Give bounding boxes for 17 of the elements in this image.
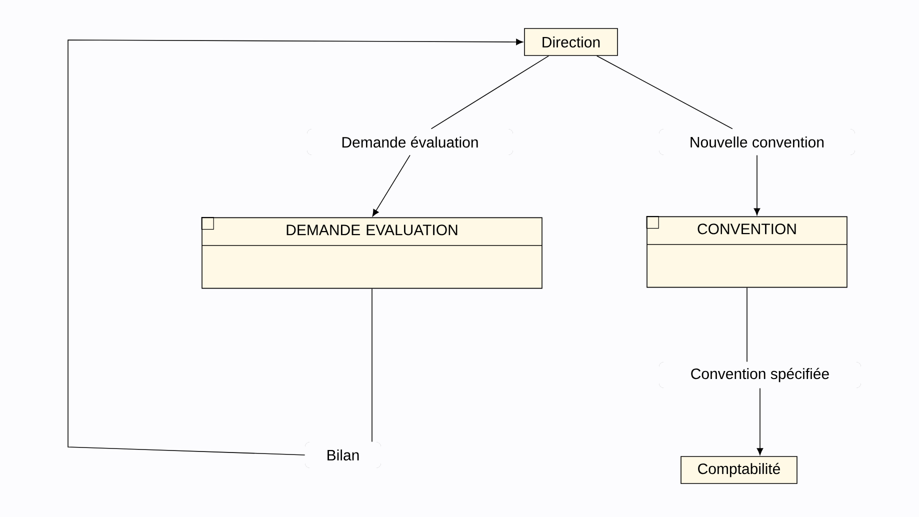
- arrow: [68, 38, 524, 456]
- connector-line: [746, 287, 748, 362]
- flow-label: Convention spécifiée: [659, 362, 861, 388]
- arrow: [372, 154, 410, 216]
- flow-label: Bilan: [305, 442, 381, 468]
- node-label: DEMANDE EVALUATION: [286, 224, 458, 236]
- class-box: DEMANDE EVALUATION: [201, 217, 542, 289]
- node-label: CONVENTION: [698, 224, 796, 234]
- flow-label: Nouvelle convention: [659, 129, 855, 155]
- class-box: CONVENTION: [646, 216, 848, 288]
- flow-label: Demande évaluation: [307, 129, 513, 155]
- entity-box: Direction: [524, 28, 618, 56]
- entity-box: Comptabilité: [680, 456, 798, 484]
- arrow: [754, 154, 760, 216]
- connector-line: [596, 56, 733, 130]
- arrow: [756, 388, 764, 456]
- connector-line: [430, 56, 550, 130]
